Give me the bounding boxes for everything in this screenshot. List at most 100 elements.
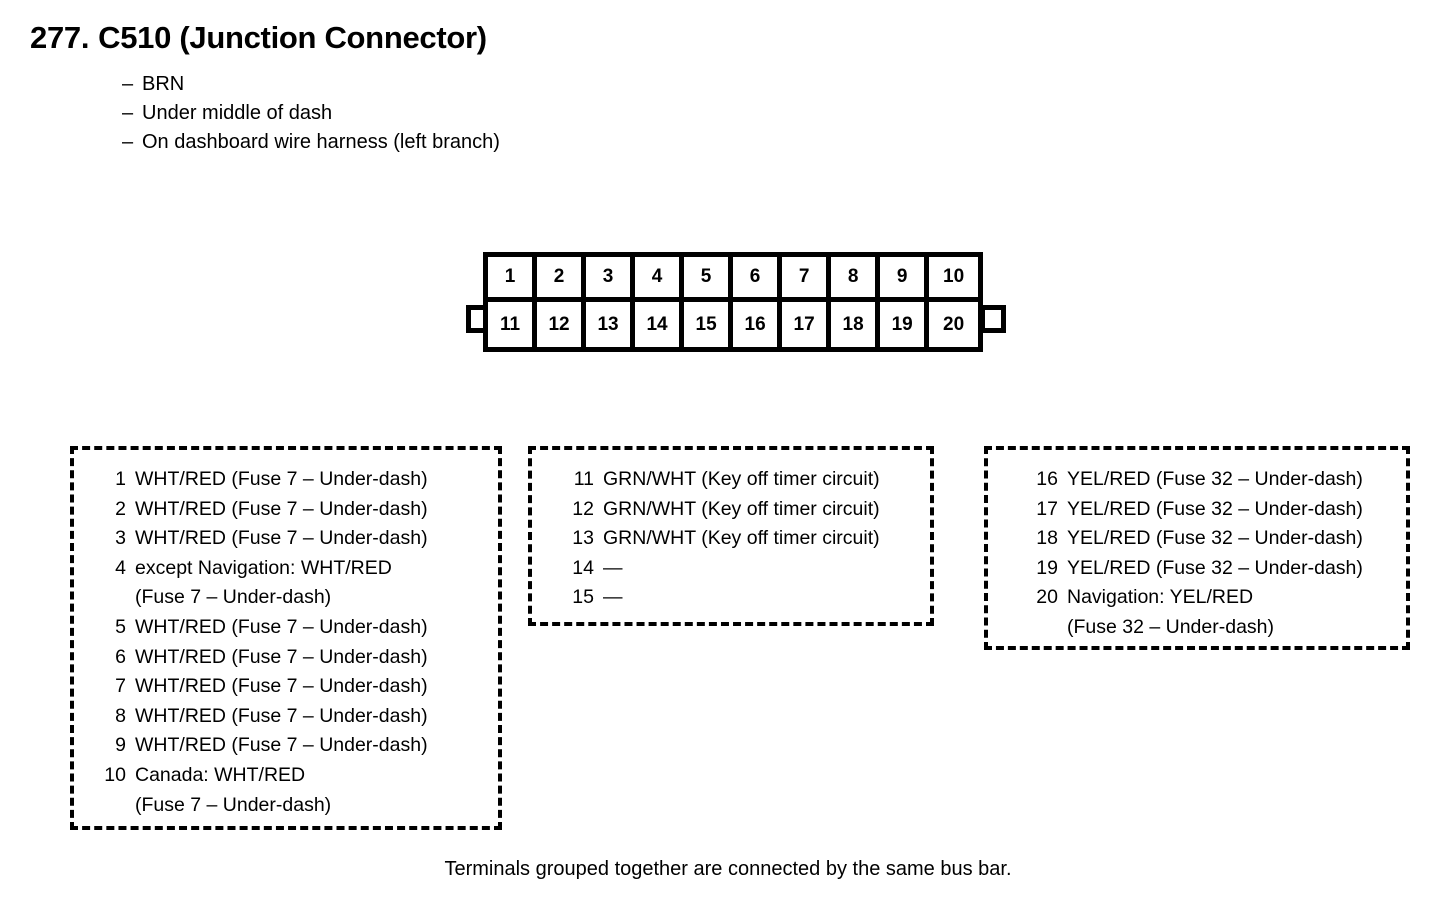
pin-entry-1: 1 WHT/RED (Fuse 7 – Under-dash) (74, 465, 498, 495)
connector-pin-4: 4 (635, 257, 685, 297)
pin-entry-description: GRN/WHT (Key off timer circuit) (603, 527, 880, 550)
pin-entry-11: 11 GRN/WHT (Key off timer circuit) (532, 465, 930, 495)
connector-pin-8: 8 (831, 257, 881, 297)
pin-entry-number: 1 (115, 468, 126, 490)
bullet-dash-icon: – (122, 131, 134, 153)
pin-entry-5: 5 WHT/RED (Fuse 7 – Under-dash) (74, 613, 498, 643)
connector-pin-9: 9 (880, 257, 930, 297)
connector-attribute-1: –BRN (122, 70, 500, 99)
connector-pin-14: 14 (635, 302, 685, 347)
pin-entry-number: 20 (1036, 586, 1058, 609)
pin-entry-description: WHT/RED (Fuse 7 – Under-dash) (135, 497, 428, 520)
pin-entry-description: WHT/RED (Fuse 7 – Under-dash) (135, 734, 428, 757)
connector-pin-13: 13 (586, 302, 636, 347)
pin-entry-14: 14 — (532, 554, 930, 584)
page-title-number: 277. (30, 20, 90, 55)
bullet-dash-icon: – (122, 102, 134, 124)
pin-entry-description: — (603, 556, 623, 579)
connector-pin-5: 5 (684, 257, 734, 297)
pin-entry-number: 16 (1036, 468, 1058, 490)
pin-entry-description: WHT/RED (Fuse 7 – Under-dash) (135, 615, 428, 638)
connector-pin-19: 19 (880, 302, 930, 347)
connector-pin-20: 20 (929, 302, 979, 347)
pin-entry-description: YEL/RED (Fuse 32 – Under-dash) (1067, 556, 1363, 579)
pin-entry-number: 14 (572, 556, 594, 579)
pin-entry-continuation: (Fuse 7 – Under-dash) (135, 793, 332, 816)
connector-pin-1: 1 (488, 257, 538, 297)
pin-entry-description: Canada: WHT/RED (135, 763, 306, 786)
connector-pin-6: 6 (733, 257, 783, 297)
pin-entry-description: GRN/WHT (Key off timer circuit) (603, 468, 880, 490)
connector-pin-3: 3 (586, 257, 636, 297)
connector-attribute-2: –Under middle of dash (122, 99, 500, 128)
pin-entry-13: 13 GRN/WHT (Key off timer circuit) (532, 524, 930, 554)
connector-attribute-label: Under middle of dash (142, 102, 333, 124)
pin-entry-10: 10 Canada: WHT/RED (74, 761, 498, 791)
pin-entry-number: 12 (572, 497, 594, 520)
pin-entry-9: 9 WHT/RED (Fuse 7 – Under-dash) (74, 731, 498, 761)
page-title: 277.C510 (Junction Connector) (30, 20, 487, 56)
pin-entry-18: 18 YEL/RED (Fuse 32 – Under-dash) (988, 524, 1406, 554)
connector-pin-16: 16 (733, 302, 783, 347)
pin-entry-number: 3 (115, 527, 126, 550)
connector-pin-18: 18 (831, 302, 881, 347)
bullet-dash-icon: – (122, 73, 134, 95)
pin-entry-3: 3 WHT/RED (Fuse 7 – Under-dash) (74, 524, 498, 554)
pin-entry-description: except Navigation: WHT/RED (135, 556, 392, 579)
pin-entry-number: 11 (573, 468, 594, 490)
connector-pin-17: 17 (782, 302, 832, 347)
pin-entry-description: YEL/RED (Fuse 32 – Under-dash) (1067, 527, 1363, 550)
pin-entry-number: 2 (115, 497, 126, 520)
pin-entry-number: 10 (104, 763, 126, 786)
connector-pin-10: 10 (929, 257, 979, 297)
pin-entry-continuation: (Fuse 32 – Under-dash) (1067, 615, 1275, 638)
connector-latch-right-icon (980, 305, 1006, 333)
pin-entry-number: 19 (1036, 556, 1058, 579)
connector-pin-2: 2 (537, 257, 587, 297)
pin-entry-description: YEL/RED (Fuse 32 – Under-dash) (1067, 468, 1363, 490)
pin-entry-description: WHT/RED (Fuse 7 – Under-dash) (135, 468, 428, 490)
connector-pin-11: 11 (488, 302, 538, 347)
connector-pin-12: 12 (537, 302, 587, 347)
pin-entry-description: WHT/RED (Fuse 7 – Under-dash) (135, 675, 428, 698)
pin-entry-number: 5 (115, 615, 126, 638)
pin-entry-number: 9 (115, 734, 126, 757)
pin-entry-number: 18 (1036, 527, 1058, 550)
connector-attribute-3: –On dashboard wire harness (left branch) (122, 128, 500, 157)
pin-entry-description: WHT/RED (Fuse 7 – Under-dash) (135, 645, 428, 668)
pin-entry-description: WHT/RED (Fuse 7 – Under-dash) (135, 704, 428, 727)
pin-entry-12: 12 GRN/WHT (Key off timer circuit) (532, 495, 930, 525)
pin-entry-2: 2 WHT/RED (Fuse 7 – Under-dash) (74, 495, 498, 525)
connector-pin-7: 7 (782, 257, 832, 297)
pin-entry-description: Navigation: YEL/RED (1067, 586, 1254, 609)
pin-entry-description: GRN/WHT (Key off timer circuit) (603, 497, 880, 520)
pin-entry-6: 6 WHT/RED (Fuse 7 – Under-dash) (74, 643, 498, 673)
pin-entry-7: 7 WHT/RED (Fuse 7 – Under-dash) (74, 672, 498, 702)
connector-attribute-label: BRN (142, 73, 185, 95)
pin-entry-description: YEL/RED (Fuse 32 – Under-dash) (1067, 497, 1363, 520)
connector-attribute-label: On dashboard wire harness (left branch) (142, 131, 500, 153)
pin-entry-20: 20 Navigation: YEL/RED (988, 583, 1406, 613)
pin-entry-number: 13 (572, 527, 594, 550)
connector-pin-15: 15 (684, 302, 734, 347)
pin-entry-number: 15 (572, 586, 594, 609)
pin-entry-number: 7 (115, 675, 126, 698)
pin-entry-number: 6 (115, 645, 126, 668)
pin-entry-description: WHT/RED (Fuse 7 – Under-dash) (135, 527, 428, 550)
pin-entry-15: 15 — (532, 583, 930, 613)
pin-entry-description: — (603, 586, 623, 609)
page-title-text: C510 (Junction Connector) (98, 20, 487, 55)
